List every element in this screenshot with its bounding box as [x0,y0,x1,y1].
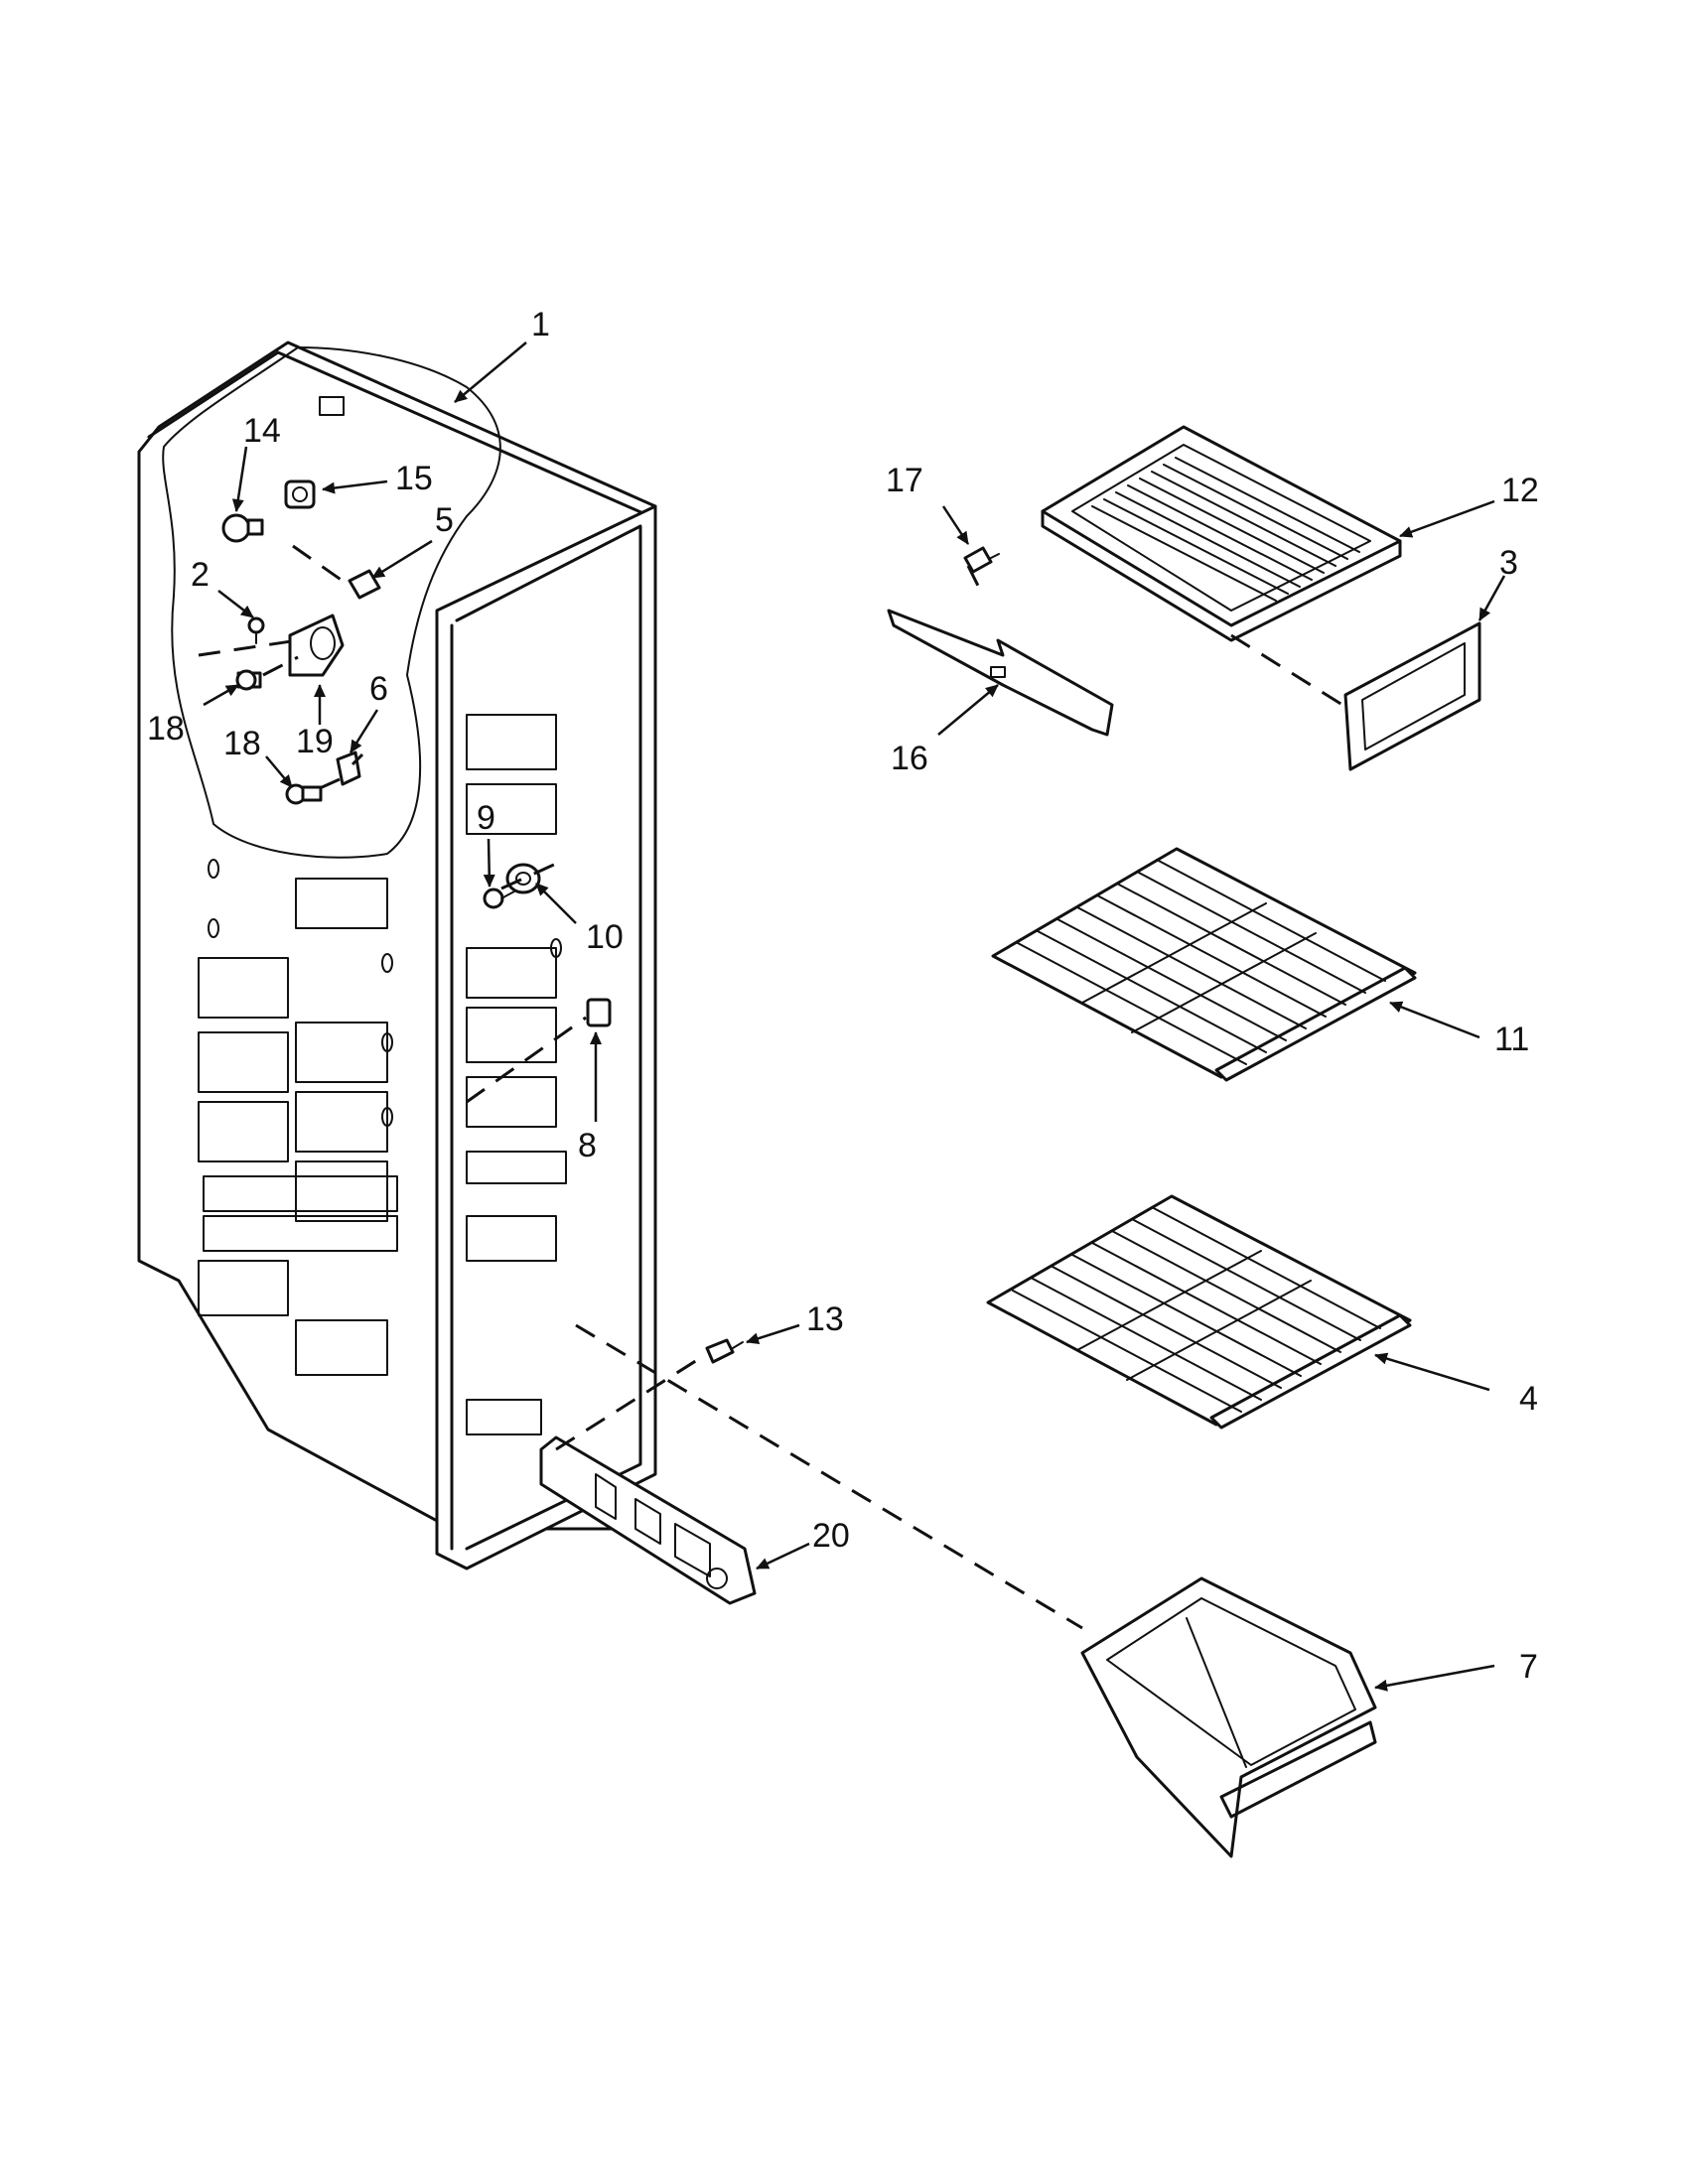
callout-16: 16 [891,740,928,777]
callout-4: 4 [1519,1380,1538,1418]
screw-part-18-lower [285,783,323,805]
wire-shelf-part-11 [991,847,1417,1082]
shelf-frame-part-3 [1343,621,1481,771]
wire-shelf-part-4 [986,1194,1412,1430]
callout-6: 6 [369,670,388,708]
callout-15: 15 [395,460,433,497]
callout-10: 10 [586,918,624,956]
light-housing-part-19 [288,614,345,677]
callout-2: 2 [191,556,210,594]
callout-7: 7 [1519,1648,1538,1686]
callout-17: 17 [886,462,923,499]
cover-part-20 [539,1435,757,1605]
callout-18-lower: 18 [223,725,261,762]
callout-20: 20 [812,1517,850,1555]
switch-part-6 [336,751,361,786]
leader-lines [203,341,1506,1692]
switch-part-8 [586,998,612,1027]
liner-part-1 [137,341,657,1570]
damper-knob-part-10 [505,863,541,894]
screw-part-2 [247,616,265,644]
callout-18-upper: 18 [147,710,185,748]
callout-11: 11 [1494,1021,1529,1058]
callout-13: 13 [806,1300,844,1338]
callout-3: 3 [1499,544,1518,582]
light-socket-part-15 [284,479,316,509]
callout-5: 5 [435,501,454,539]
callout-12: 12 [1501,472,1539,509]
bin-part-7 [1080,1576,1377,1858]
callout-9: 9 [477,799,495,837]
screw-part-18-upper [235,669,262,691]
callout-14: 14 [243,412,281,450]
shelf-tray-part-12 [1041,425,1402,642]
callout-8: 8 [578,1127,597,1164]
support-part-16 [887,609,1114,737]
alignment-lines [198,544,1351,1630]
callout-19: 19 [296,723,334,760]
light-bulb-part-14 [221,513,264,543]
screw-part-9 [483,887,515,909]
callout-1: 1 [531,306,550,343]
screw-part-13 [705,1338,744,1364]
callouts: 1 2 3 4 5 6 7 8 9 10 11 12 13 14 15 16 1… [147,306,1539,1686]
